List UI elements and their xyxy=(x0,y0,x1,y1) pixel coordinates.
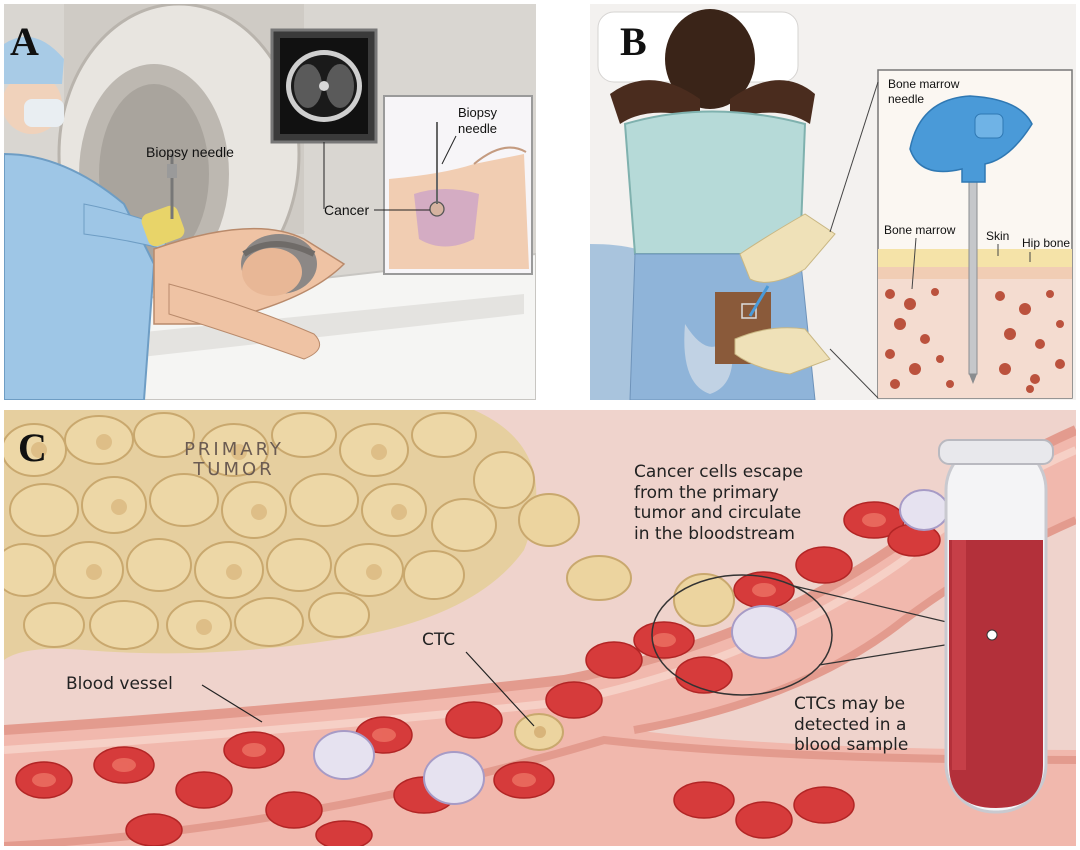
panel-c-letter: C xyxy=(18,428,47,468)
detection-caption-line2: detected in a xyxy=(794,715,908,736)
detection-caption-line1: CTCs may be xyxy=(794,694,908,715)
biopsy-needle-label: Biopsy needle xyxy=(146,144,234,160)
blood-sample-tube xyxy=(939,440,1053,812)
panel-a-illustration xyxy=(4,4,536,400)
inset-biopsy-needle-label-line2: needle xyxy=(458,122,497,137)
blood-vessel-label: Blood vessel xyxy=(66,674,173,695)
primary-tumor-label: PRIMARY TUMOR xyxy=(164,440,304,480)
panel-c-circulating-tumor-cells: C PRIMARY TUMOR Cancer cells escape from… xyxy=(4,410,1076,846)
panel-b-bone-marrow-biopsy: B Bone marrow needle Bone marrow Skin Hi… xyxy=(590,4,1076,400)
inset-biopsy-needle-label-line1: Biopsy xyxy=(458,106,497,121)
escape-caption-line1: Cancer cells escape xyxy=(634,462,803,483)
bone-marrow-needle-label-line1: Bone marrow xyxy=(888,78,959,92)
skin-label: Skin xyxy=(986,230,1009,244)
panel-b-letter: B xyxy=(620,22,647,62)
detection-caption-line3: blood sample xyxy=(794,735,908,756)
panel-a-letter: A xyxy=(10,22,39,62)
panel-b-illustration xyxy=(590,4,1076,400)
escape-caption-line4: in the bloodstream xyxy=(634,524,803,545)
escape-caption-line2: from the primary xyxy=(634,483,803,504)
panel-a-ct-guided-biopsy: A Biopsy needle Biopsy needle Cancer xyxy=(4,4,536,400)
primary-tumor-label-line1: PRIMARY xyxy=(164,440,304,460)
cancer-label: Cancer xyxy=(324,202,369,218)
escape-caption-line3: tumor and circulate xyxy=(634,503,803,524)
hip-bone-label: Hip bone xyxy=(1022,237,1070,251)
bone-marrow-needle-label-line2: needle xyxy=(888,93,924,107)
detection-caption: CTCs may be detected in a blood sample xyxy=(794,694,908,756)
primary-tumor-label-line2: TUMOR xyxy=(164,460,304,480)
ctc-label: CTC xyxy=(422,630,455,651)
bone-marrow-label: Bone marrow xyxy=(884,224,955,238)
escape-caption: Cancer cells escape from the primary tum… xyxy=(634,462,803,545)
